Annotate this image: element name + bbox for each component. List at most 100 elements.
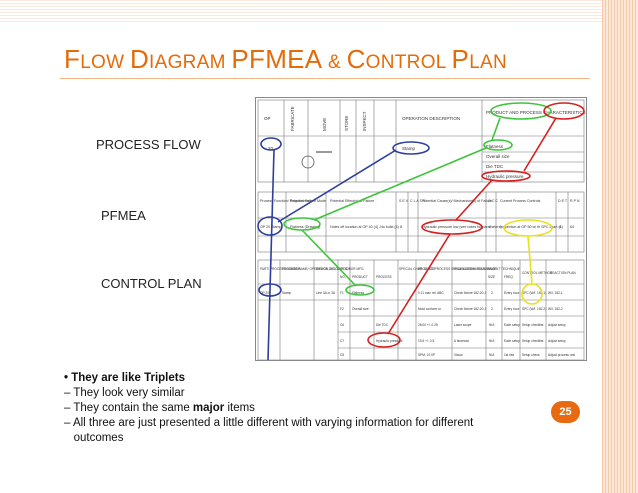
cp-cell: Setup checklist <box>522 339 544 343</box>
cp-cell: Die TDC <box>376 323 389 327</box>
cp-cell: N/A <box>489 353 495 357</box>
cp-cell: SPC (W/I. 182-1) <box>522 291 546 295</box>
slide-title: FLOW DIAGRAM PFMEA & CONTROL PLAN <box>64 44 507 75</box>
cp-header: PRODUCT/PROCESS SPECIFICATION/ TOLERANCE <box>418 267 496 271</box>
cp-cell: 0.11 max ref. ABC <box>418 291 444 295</box>
pfmea-op-highlight-blue <box>257 216 283 236</box>
title-part-rest: LAN <box>469 52 508 73</box>
cp-header: PART/ PROCESS NUMBER <box>260 267 301 271</box>
pf-header: STORE <box>344 116 349 131</box>
cp-cell: Line 3A or 3A <box>316 291 336 295</box>
cp-cell: Laser scope <box>454 323 472 327</box>
cp-cell: Adjust process unit <box>548 353 575 357</box>
cp-cell: W/I. 182-1 <box>548 291 563 295</box>
pf-header: MOVE <box>322 118 327 131</box>
title-underline <box>60 78 590 79</box>
right-decorative-stripes <box>602 0 638 493</box>
pf-characteristic: Hydraulic pressure <box>486 174 524 179</box>
title-part-rest: & <box>322 52 347 73</box>
pfmea-header: D E T <box>558 199 568 203</box>
cp-cell: F2 <box>340 307 344 311</box>
fabricate-circle-icon <box>301 155 315 169</box>
op-highlight-blue <box>260 137 282 151</box>
pfmea-header: Potential Failure Mode <box>290 199 326 203</box>
pfmea-header: Potential Effect(s) of Failure <box>330 199 374 203</box>
cp-cell: SPC (W/I. 182-2) <box>522 307 546 311</box>
pf-header: FABRICATE <box>290 106 295 131</box>
cp-hydraulic-highlight-red <box>367 332 401 348</box>
title-part-cap: F <box>64 44 81 74</box>
pfmea-header: Current Process Controls <box>500 199 541 203</box>
cp-cell: A tinamost <box>454 339 469 343</box>
pf-header: PRODUCT AND PROCESS CHARACTERISTICS <box>486 110 586 115</box>
cp-cell: Setup checklist <box>522 323 544 327</box>
cp-cell: Each setup <box>504 323 520 327</box>
pf-header: OPERATION DESCRIPTION <box>402 116 460 121</box>
cp-cell: Check fixture 182-20-1 <box>454 291 486 295</box>
bullet-text: – They contain the same <box>64 402 193 414</box>
product-highlight-green <box>490 102 552 120</box>
cp-header: SIZE <box>488 275 495 279</box>
bullet-text: items <box>224 402 255 414</box>
pfmea-header: C L A S S <box>410 199 426 203</box>
cp-cell: C6 <box>340 323 344 327</box>
process-highlight-red <box>543 102 585 120</box>
cp-cell: C7 <box>340 339 344 343</box>
cp-cell: SPM, 10.0P <box>418 353 435 357</box>
cp-cell: N/A <box>489 339 495 343</box>
process-flow-label: PROCESS FLOW <box>96 137 201 152</box>
title-part-cap: D <box>129 44 150 74</box>
pfmea-cell: OP 20 Stamp <box>260 225 282 229</box>
cp-cell: Overall size <box>352 307 369 311</box>
cp-cell: 28.00 +/- 0.25 <box>418 323 438 327</box>
pfmea-label: PFMEA <box>101 208 146 223</box>
pf-characteristic: Overall size <box>486 154 510 159</box>
pfmea-header: O C C <box>488 199 498 203</box>
cp-flatness-highlight-green <box>345 284 375 296</box>
cp-cell: Adjust setup <box>548 323 566 327</box>
pfmea-cell: 64 <box>570 225 574 229</box>
pf-characteristic: Die TDC <box>486 164 504 169</box>
cp-cell: Flatness <box>352 291 364 295</box>
cp-cell: Stamp <box>282 291 291 295</box>
cp-header: PROCESS <box>376 275 392 279</box>
cp-cell: Setup check <box>522 353 540 357</box>
cp-header: FREQ <box>504 275 513 279</box>
cp-cell: Check fixture 182-20-1 <box>454 307 486 311</box>
cp-cell: Every hour <box>504 307 520 311</box>
title-part-rest: LOW <box>80 52 130 73</box>
cp-cell: C8 <box>340 353 344 357</box>
pf-op-number: 20 <box>268 146 274 151</box>
fmea-documents-svg: OP FABRICATE MOVE STORE INSPECT OPERATIO… <box>257 99 586 360</box>
bullet-list: • They are like Triplets – They look ver… <box>64 371 534 446</box>
title-part-rest: IAGRAM <box>149 52 232 73</box>
cp-header: CONTROL METHOD <box>522 271 553 275</box>
pfmea-cell: Holes off location at OP 40 (4) -No buil… <box>330 225 399 229</box>
pfmea-cell: 2 <box>489 225 491 229</box>
bullet-emphasis: major <box>192 402 225 414</box>
control-plan-label: CONTROL PLAN <box>101 276 202 291</box>
pf-characteristic: Flatness <box>486 144 504 149</box>
cp-header: EVALUATION/ MEASUREMENT TECHNIQUE <box>454 267 520 271</box>
bullet-item: outcomes <box>64 432 124 444</box>
pf-operation: Stamp <box>402 146 416 151</box>
cp-header: SPECIAL CHAR. CLASS <box>399 267 435 271</box>
cp-cell: 1st rise <box>504 353 515 357</box>
hydraulic-highlight-red <box>481 170 531 182</box>
pfmea-cell: Flatness (Drawing) <box>290 225 320 229</box>
cp-header: NO. <box>340 275 346 279</box>
cp-cell: Must conform to <box>418 307 441 311</box>
cp-header: PROCESS NAME/ OPERATION DESCRIPTION <box>282 267 351 271</box>
cp-cell: 15.5 +/- 0.5 <box>418 339 434 343</box>
top-decorative-stripes <box>0 0 602 22</box>
cp-cell: Each setup <box>504 339 520 343</box>
cp-cell: Adjust setup <box>548 339 566 343</box>
document-image-panel: OP FABRICATE MOVE STORE INSPECT OPERATIO… <box>255 97 587 361</box>
pfmea-header: S E V <box>399 199 409 203</box>
pfmea-cause-highlight-red <box>421 219 483 235</box>
bullet-item: • They are like Triplets <box>64 372 185 384</box>
cp-cell: Hydraulic pressure <box>376 339 403 343</box>
pfmea-cell: 4 <box>559 225 561 229</box>
bullet-item: – They contain the same major items <box>64 401 534 416</box>
cp-cell: OP 20 <box>260 291 269 295</box>
